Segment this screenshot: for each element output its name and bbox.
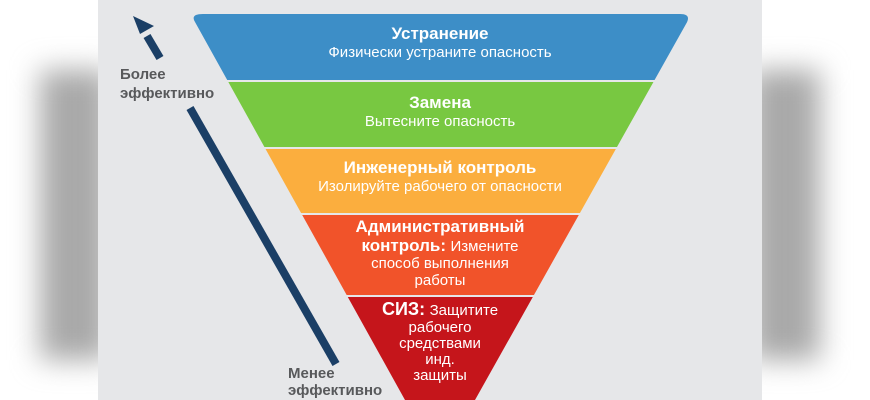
level-text-5: защиты (413, 366, 467, 384)
level-text-3: работы (414, 272, 466, 290)
level-text: Физически устраните опасность (328, 44, 552, 62)
more-effective-label: Более эффективно (120, 66, 214, 104)
level-title: Устранение (391, 24, 489, 43)
level-text-2: рабочего (408, 318, 472, 336)
less-effective-label: Менее эффективно (288, 365, 383, 399)
level-title: СИЗ: (381, 299, 426, 319)
level-title: Административный (355, 217, 525, 236)
level-title: Инженерный контроль (343, 158, 537, 177)
level-text: Защитите (429, 302, 499, 319)
level-text-4: инд. (425, 350, 455, 368)
level-administrative: Административный контроль: Измените спос… (300, 217, 580, 290)
band-elimination (193, 14, 688, 80)
effectiveness-arrow-upper-shaft (143, 33, 164, 61)
level-text: Вытесните опасность (364, 113, 516, 131)
level-text: Изолируйте рабочего от опасности (318, 178, 562, 196)
level-text-3: средствами (399, 334, 481, 352)
more-label-line1: Более (120, 66, 166, 83)
less-label-line2: эффективно (288, 381, 383, 399)
level-substitution: Замена Вытесните опасность (240, 93, 640, 131)
less-label-line1: Менее (288, 365, 335, 382)
level-ppe: СИЗ: Защитите рабочего средствами инд. з… (340, 299, 540, 384)
level-text: Измените (450, 238, 519, 256)
level-title-2: контроль: (361, 236, 447, 256)
arrow-up-icon (133, 16, 154, 34)
level-elimination: Устранение Физически устраните опасность (240, 24, 640, 62)
effectiveness-arrow-shaft (186, 106, 340, 366)
level-title: Замена (409, 93, 471, 112)
more-label-line2: эффективно (120, 84, 215, 102)
band-substitution (193, 82, 688, 147)
level-text-2: способ выполнения (371, 255, 509, 273)
level-engineering: Инженерный контроль Изолируйте рабочего … (240, 158, 640, 196)
